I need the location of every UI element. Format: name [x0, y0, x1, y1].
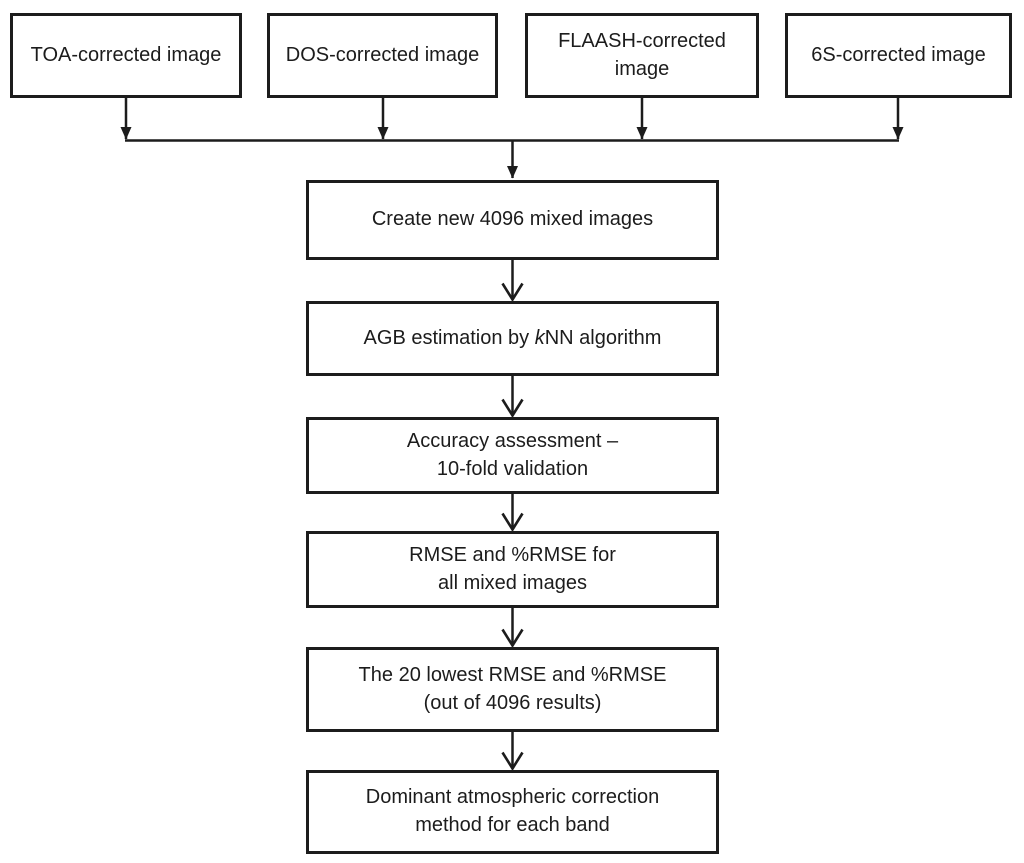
box-label: Accuracy assessment – 10-fold validation [406, 429, 619, 480]
agb-k-italic: k [534, 326, 545, 349]
box-label: FLAASH-corrected image [558, 29, 726, 80]
box-label: 6S-corrected image [811, 43, 986, 66]
box-flaash-corrected-image: FLAASH-corrected image [525, 13, 759, 98]
box-accuracy-assessment: Accuracy assessment – 10-fold validation [306, 417, 719, 494]
box-label: TOA-corrected image [30, 43, 222, 66]
box-toa-corrected-image: TOA-corrected image [10, 13, 242, 98]
box-rmse-all-mixed-images: RMSE and %RMSE for all mixed images [306, 531, 719, 608]
box-6s-corrected-image: 6S-corrected image [785, 13, 1012, 98]
box-label: Dominant atmospheric correction method f… [365, 786, 660, 836]
box-label: AGB estimation by kNN algorithm [356, 325, 670, 353]
box-label: RMSE and %RMSE for all mixed images [409, 543, 616, 594]
box-create-mixed-images: Create new 4096 mixed images [306, 180, 719, 260]
box-label: The 20 lowest RMSE and %RMSE (out of 409… [358, 663, 667, 714]
box-agb-estimation: AGB estimation by kNN algorithm [306, 301, 719, 376]
box-label: DOS-corrected image [285, 43, 480, 66]
box-dos-corrected-image: DOS-corrected image [267, 13, 498, 98]
box-dominant-correction-method: Dominant atmospheric correction method f… [306, 770, 719, 854]
agb-label-post: NN algorithm [544, 326, 662, 349]
agb-label-pre: AGB estimation by [363, 326, 535, 349]
box-20-lowest-rmse: The 20 lowest RMSE and %RMSE (out of 409… [306, 647, 719, 732]
box-label: Create new 4096 mixed images [371, 208, 654, 231]
